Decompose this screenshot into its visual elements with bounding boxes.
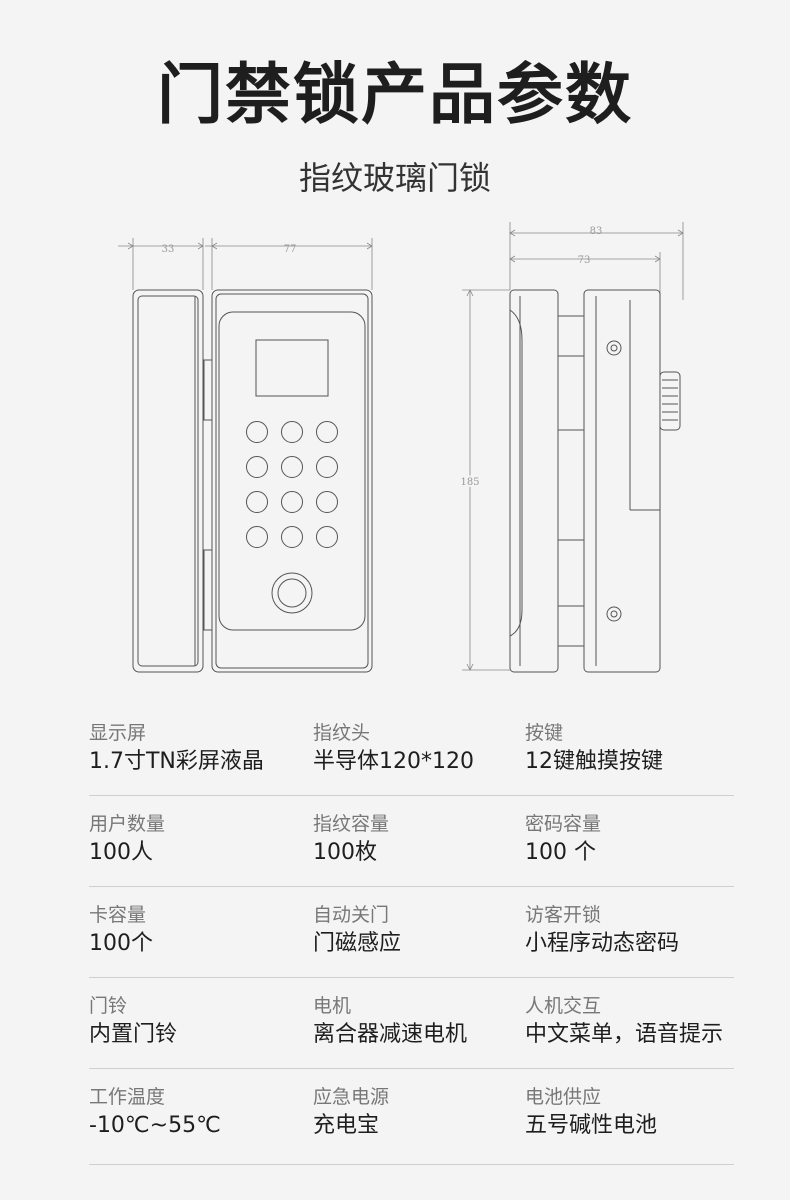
spec-label: 指纹容量 bbox=[313, 813, 390, 835]
spec-item: 人机交互 中文菜单，语音提示 bbox=[525, 994, 723, 1050]
spec-table: 显示屏 1.7寸TN彩屏液晶 指纹头 半导体120*120 按键 12键触摸按键… bbox=[89, 705, 734, 1165]
fingerprint-sensor bbox=[271, 572, 313, 614]
spec-value: 100人 bbox=[89, 840, 153, 865]
dim-side-width: 33 bbox=[162, 244, 175, 255]
dimension-lines-left bbox=[118, 238, 373, 290]
spec-value: 中文菜单，语音提示 bbox=[525, 1022, 724, 1047]
spec-item: 指纹头 半导体120*120 bbox=[313, 721, 474, 777]
spec-value: 小程序动态密码 bbox=[525, 931, 680, 956]
page-title: 门禁锁产品参数 bbox=[157, 56, 633, 133]
spec-label: 工作温度 bbox=[89, 1086, 166, 1108]
spec-label: 人机交互 bbox=[525, 995, 602, 1017]
spec-value: 五号碱性电池 bbox=[525, 1113, 658, 1138]
spec-value: 100 个 bbox=[525, 840, 596, 865]
keypad-buttons bbox=[246, 421, 338, 548]
spec-item: 指纹容量 100枚 bbox=[313, 812, 389, 868]
spec-row: 用户数量 100人 指纹容量 100枚 密码容量 100 个 bbox=[89, 796, 734, 887]
spec-value: 100个 bbox=[89, 931, 153, 956]
dim-depth-body: 73 bbox=[578, 255, 591, 266]
spec-item: 用户数量 100人 bbox=[89, 812, 165, 868]
spec-label: 按键 bbox=[525, 722, 564, 744]
spec-value: 充电宝 bbox=[313, 1113, 380, 1138]
spec-item: 自动关门 门磁感应 bbox=[313, 903, 401, 959]
lock-technical-drawing: 33 77 83 73 185 bbox=[118, 222, 684, 673]
knob-icon bbox=[659, 371, 681, 431]
spec-item: 应急电源 充电宝 bbox=[313, 1085, 389, 1141]
side-glass-panel bbox=[132, 289, 204, 673]
spec-value: 100枚 bbox=[313, 840, 377, 865]
spec-row: 显示屏 1.7寸TN彩屏液晶 指纹头 半导体120*120 按键 12键触摸按键 bbox=[89, 705, 734, 796]
spec-item: 按键 12键触摸按键 bbox=[525, 721, 663, 777]
spec-label: 电机 bbox=[313, 995, 352, 1017]
spec-row: 卡容量 100个 自动关门 门磁感应 访客开锁 小程序动态密码 bbox=[89, 887, 734, 978]
spec-label: 应急电源 bbox=[313, 1086, 390, 1108]
spec-item: 显示屏 1.7寸TN彩屏液晶 bbox=[89, 721, 264, 777]
spec-label: 密码容量 bbox=[525, 813, 602, 835]
spec-item: 门铃 内置门铃 bbox=[89, 994, 177, 1050]
spec-row: 门铃 内置门铃 电机 离合器减速电机 人机交互 中文菜单，语音提示 bbox=[89, 978, 734, 1069]
spec-value: 内置门铃 bbox=[89, 1022, 178, 1047]
spec-label: 门铃 bbox=[89, 995, 128, 1017]
lock-side-profile bbox=[509, 289, 681, 673]
spec-value: 半导体120*120 bbox=[313, 749, 474, 774]
spec-row: 工作温度 -10℃~55℃ 应急电源 充电宝 电池供应 五号碱性电池 bbox=[89, 1069, 734, 1165]
front-lock-panel bbox=[203, 289, 373, 673]
page-subtitle: 指纹玻璃门锁 bbox=[298, 159, 491, 197]
spec-value: 1.7寸TN彩屏液晶 bbox=[89, 749, 264, 774]
spec-label: 指纹头 bbox=[313, 722, 371, 744]
display-screen bbox=[255, 339, 329, 397]
spec-label: 显示屏 bbox=[89, 722, 147, 744]
dim-depth-total: 83 bbox=[590, 226, 603, 237]
spec-item: 卡容量 100个 bbox=[89, 903, 153, 959]
dim-height: 185 bbox=[460, 477, 479, 488]
spec-value: 门磁感应 bbox=[313, 931, 402, 956]
spec-item: 电机 离合器减速电机 bbox=[313, 994, 467, 1050]
spec-value: -10℃~55℃ bbox=[89, 1113, 221, 1138]
spec-label: 用户数量 bbox=[89, 813, 166, 835]
spec-label: 访客开锁 bbox=[525, 904, 602, 926]
spec-item: 密码容量 100 个 bbox=[525, 812, 601, 868]
spec-value: 离合器减速电机 bbox=[313, 1022, 468, 1047]
dim-front-width: 77 bbox=[284, 244, 297, 255]
spec-item: 访客开锁 小程序动态密码 bbox=[525, 903, 679, 959]
spec-label: 卡容量 bbox=[89, 904, 147, 926]
spec-item: 工作温度 -10℃~55℃ bbox=[89, 1085, 221, 1141]
spec-label: 自动关门 bbox=[313, 904, 390, 926]
spec-item: 电池供应 五号碱性电池 bbox=[525, 1085, 657, 1141]
spec-value: 12键触摸按键 bbox=[525, 749, 663, 774]
spec-label: 电池供应 bbox=[525, 1086, 602, 1108]
dimension-lines-right bbox=[462, 222, 684, 671]
